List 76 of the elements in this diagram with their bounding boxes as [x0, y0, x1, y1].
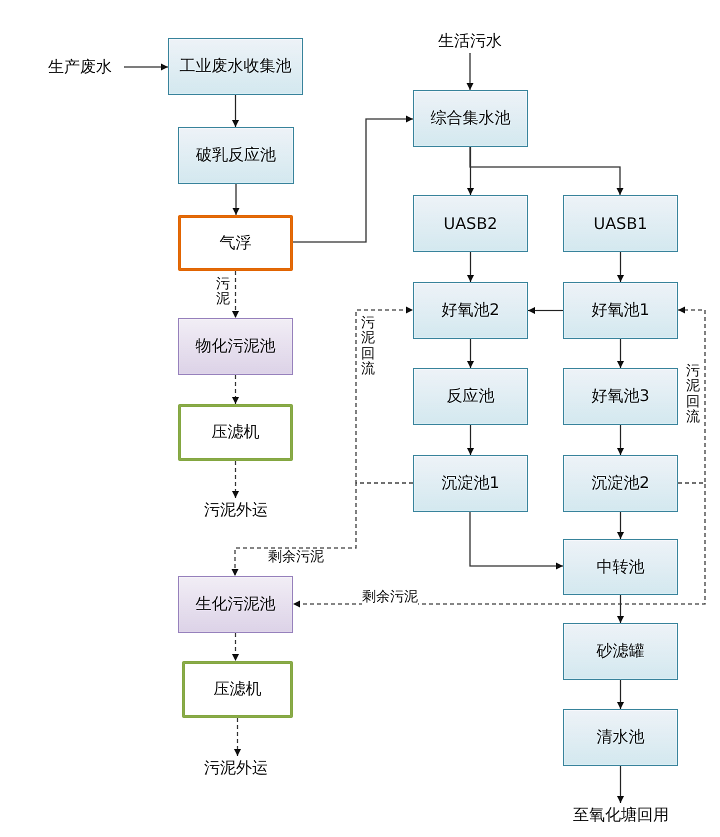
box-label: 沉淀池2 — [591, 473, 650, 494]
process-box — [168, 38, 303, 95]
box-label: UASB1 — [594, 214, 648, 233]
box-label: 破乳反应池 — [196, 145, 276, 166]
process-box — [413, 282, 528, 339]
box-label: 气浮 — [220, 232, 252, 254]
arrow — [124, 64, 168, 70]
arrow — [467, 339, 474, 368]
box-label: 物化污泥池 — [196, 336, 276, 357]
arrow — [467, 147, 474, 195]
flow-label: 污泥外运 — [204, 500, 268, 520]
arrow — [466, 53, 474, 90]
process-box — [563, 623, 678, 680]
process-box — [413, 90, 528, 147]
box-label: 好氧池3 — [591, 386, 650, 407]
edge-label: 污泥回流 — [686, 364, 700, 426]
box-label: 好氧池2 — [441, 300, 500, 321]
process-box — [563, 455, 678, 512]
box-label: 中转池 — [596, 556, 644, 578]
process-box — [563, 195, 678, 252]
process-box — [413, 195, 528, 252]
process-box — [563, 368, 678, 425]
flow-label: 生产废水 — [48, 56, 112, 78]
edge-label: 污泥 — [216, 277, 230, 308]
dashed-arrow — [232, 633, 239, 661]
arrow — [617, 680, 624, 709]
process-box — [413, 455, 528, 512]
filter-press-box — [182, 661, 293, 718]
box-label: 沉淀池1 — [441, 473, 500, 494]
arrow — [617, 252, 624, 282]
flow-label: 污泥外运 — [204, 758, 268, 778]
filter-press-box — [178, 404, 293, 461]
arrow — [232, 95, 239, 127]
process-box — [563, 539, 678, 595]
flotation-box — [178, 215, 293, 271]
arrow — [617, 512, 624, 539]
arrow — [617, 766, 624, 803]
arrow — [528, 307, 563, 314]
box-label: 反应池 — [446, 386, 494, 407]
dashed-arrow — [678, 306, 706, 484]
box-label: 工业废水收集池 — [180, 56, 292, 77]
arrow — [617, 425, 624, 455]
box-label: 综合集水池 — [430, 108, 510, 129]
dashed-arrow — [232, 482, 413, 576]
dashed-arrow — [293, 482, 706, 608]
edge-label: 剩余污泥 — [268, 549, 324, 566]
process-box — [413, 368, 528, 425]
process-box — [563, 282, 678, 339]
arrow — [617, 339, 624, 368]
dashed-arrow — [355, 306, 413, 484]
arrow — [617, 595, 624, 623]
arrow — [293, 116, 413, 243]
edge-label: 污泥回流 — [361, 316, 375, 378]
arrow — [467, 425, 474, 455]
dashed-arrow — [234, 718, 241, 756]
box-label: 压滤机 — [212, 422, 260, 443]
edge-label: 剩余污泥 — [362, 589, 418, 606]
dashed-arrow — [232, 375, 239, 404]
arrow — [232, 184, 240, 215]
box-label: 好氧池1 — [591, 300, 650, 321]
dashed-arrow — [232, 271, 239, 318]
process-box — [563, 709, 678, 766]
box-label: 砂滤罐 — [596, 641, 644, 662]
process-box — [178, 127, 294, 184]
box-label: 压滤机 — [214, 679, 262, 700]
sludge-tank-box — [178, 576, 293, 633]
arrow — [467, 252, 474, 282]
sludge-tank-box — [178, 318, 293, 375]
box-label: 清水池 — [596, 727, 644, 748]
flow-label: 至氧化塘回用 — [573, 804, 669, 826]
box-label: UASB2 — [444, 214, 498, 233]
arrow — [469, 147, 624, 195]
arrow — [469, 512, 563, 570]
flow-label: 生活污水 — [438, 30, 502, 52]
box-label: 生化污泥池 — [196, 594, 276, 615]
dashed-arrow — [232, 461, 239, 498]
